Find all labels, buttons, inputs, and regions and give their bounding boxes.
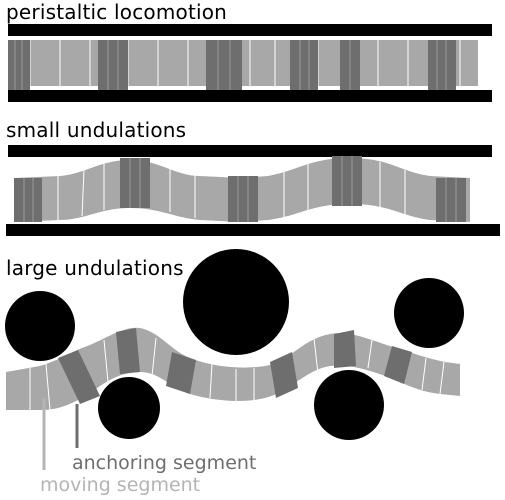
anchoring-segment — [290, 40, 318, 90]
anchoring-segment — [58, 350, 100, 404]
anchoring-segment — [8, 40, 30, 90]
anchoring-segment — [332, 156, 362, 206]
panel-title-small-undulations: small undulations — [6, 118, 187, 142]
panel-title-large-undulations: large undulations — [6, 256, 184, 280]
worm-body — [8, 40, 478, 86]
anchoring-segment — [120, 158, 150, 208]
anchoring-segment — [228, 176, 258, 222]
channel-wall-top — [8, 24, 492, 36]
anchoring-dividers — [14, 40, 447, 90]
anchoring-segment — [206, 40, 242, 90]
obstacle — [183, 249, 289, 355]
anchoring-segment — [116, 328, 140, 374]
segment-dividers — [29, 337, 445, 411]
panel-large-undulations — [5, 249, 464, 470]
moving-segment-label: moving segment — [40, 474, 201, 496]
anchoring-segment — [166, 352, 196, 394]
channel-wall-bottom — [8, 90, 492, 102]
panel-title-peristaltic: peristaltic locomotion — [6, 0, 228, 24]
anchoring-segment — [384, 346, 412, 384]
obstacle — [98, 377, 160, 439]
panel-peristaltic — [8, 24, 492, 102]
segment-dividers — [57, 162, 406, 220]
obstacle — [5, 291, 75, 361]
obstacle — [394, 278, 464, 348]
channel-wall-bottom — [6, 224, 500, 236]
anchoring-segment — [334, 330, 356, 368]
anchoring-segment — [14, 178, 42, 222]
anchoring-segment — [436, 178, 466, 222]
anchoring-dividers — [23, 156, 457, 222]
anchoring-segment — [270, 352, 298, 398]
panel-small-undulations — [6, 145, 500, 236]
anchoring-segment-label: anchoring segment — [72, 452, 257, 474]
obstacle — [314, 370, 384, 440]
channel-wall-top — [8, 145, 492, 157]
anchoring-segment — [98, 40, 128, 90]
anchoring-segment — [428, 40, 456, 90]
